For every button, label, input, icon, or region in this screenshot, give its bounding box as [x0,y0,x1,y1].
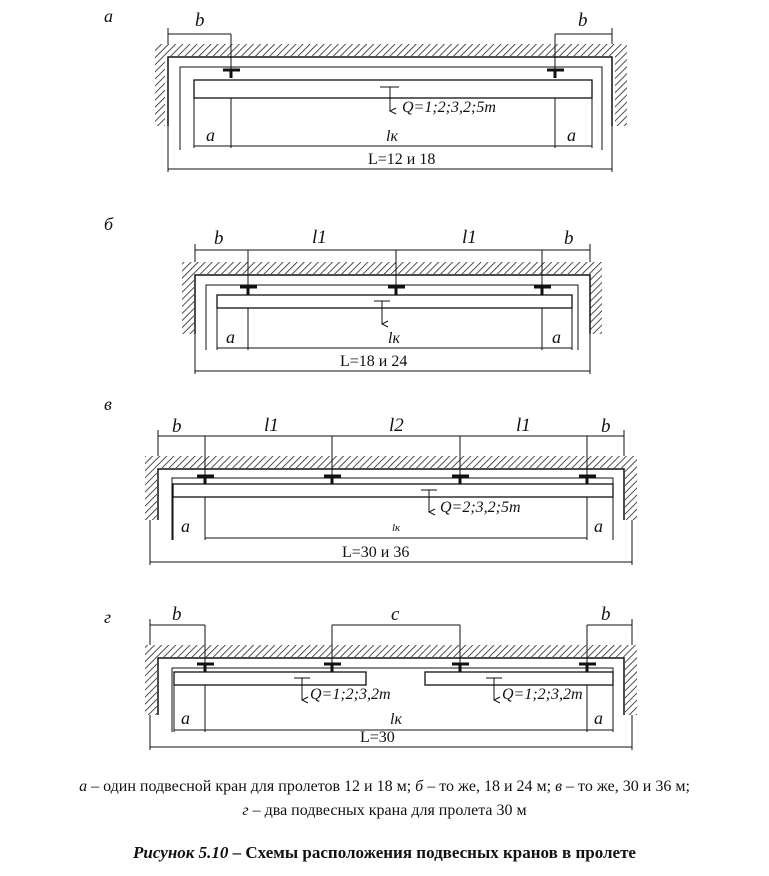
caption-text-g: – два подвесных крана для пролета 30 м [248,802,527,819]
scheme-g-left-wall-hatch [145,657,157,715]
scheme-v-a-right: a [594,516,603,536]
scheme-b-roof-hatch [182,262,602,274]
scheme-v-dim-b-left: b [172,416,182,437]
scheme-b-a-left: a [226,327,235,347]
scheme-b-dim-b-left: b [214,228,224,249]
figure-title: Рисунок 5.10 – Схемы расположения подвес… [0,843,769,863]
caption-text-v: – то же, 30 и 36 м; [562,778,690,795]
scheme-g-dim-b-left: b [172,604,182,625]
scheme-a-span-label: L=12 и 18 [368,151,435,168]
scheme-g-span-label: L=30 [360,729,395,746]
scheme-g-roof-hatch [145,645,637,657]
scheme-v-dim-l2: l2 [389,415,404,436]
scheme-a-dim-b-right: b [578,10,588,31]
scheme-b: б b l1 l1 b a a l [104,214,602,374]
caption-text-a: – один подвесной кран для пролетов 12 и … [87,778,416,795]
scheme-v-dim-l1-right: l1 [516,415,531,436]
scheme-g-dim-b-right: b [601,604,611,625]
scheme-g-lk-label: lк [390,711,402,728]
scheme-b-lk-label: lк [388,330,400,347]
caption-letter-b: б [415,778,424,795]
scheme-a-inner-outline [179,66,603,150]
scheme-g-load-left: Q=1;2;3,2т [310,686,391,703]
scheme-g-right-wall-hatch [625,657,637,715]
scheme-a-load-label: Q=1;2;3,2;5т [402,99,496,116]
scheme-b-span-label: L=18 и 24 [340,353,407,370]
scheme-v-right-wall-hatch [625,468,637,520]
scheme-v-span-label: L=30 и 36 [342,544,409,561]
scheme-a-dim-b-left: b [195,10,205,31]
scheme-v-a-left: a [181,516,190,536]
scheme-v-left-wall-hatch [145,468,157,520]
scheme-a: а b b Q=1;2;3,2;5т [104,6,627,172]
figure-caption: а – один подвесной кран для пролетов 12 … [0,775,769,823]
scheme-v-crane-beam [172,483,614,498]
scheme-v: в b l1 l2 l1 [104,394,637,565]
figure-number: Рисунок 5.10 [133,843,229,862]
caption-text-b: – то же, 18 и 24 м; [423,778,556,795]
scheme-a-letter: а [104,6,113,26]
scheme-v-roof-hatch [145,456,637,468]
scheme-g-a-right: a [594,708,603,728]
scheme-b-crane-beam [216,294,573,309]
scheme-v-lk-label: lк [392,522,401,534]
scheme-g-letter: г [104,607,111,627]
scheme-g-a-left: a [181,708,190,728]
caption-letter-v: в [555,778,563,795]
scheme-v-letter: в [104,394,112,414]
scheme-v-dim-b-right: b [601,416,611,437]
scheme-b-a-right: a [552,327,561,347]
scheme-g: г [104,604,637,750]
scheme-g-crane-beam-left [173,671,367,686]
scheme-a-roof-line [167,56,613,126]
scheme-g-load-right: Q=1;2;3,2т [502,686,583,703]
crane-schemes-diagram: а b b Q=1;2;3,2;5т [104,6,637,750]
caption-letter-a: а [79,778,88,795]
scheme-v-dim-l1-left: l1 [264,415,279,436]
scheme-v-load-label: Q=2;3,2;5т [440,499,521,516]
scheme-a-lk-label: lк [386,128,398,145]
scheme-b-dim-l1-right: l1 [462,227,477,248]
figure-title-text: – Схемы расположения подвесных кранов в … [228,843,636,862]
caption-letter-g: г [242,802,249,819]
scheme-b-dim-b-right: b [564,228,574,249]
scheme-a-crane-beam [193,79,593,99]
scheme-g-crane-beam-right [424,671,614,686]
scheme-a-left-wall-hatch [155,56,165,126]
scheme-b-letter: б [104,214,114,234]
caption-line-1: а – один подвесной кран для пролетов 12 … [0,775,769,799]
scheme-a-a-right: a [567,125,576,145]
scheme-b-right-wall-hatch [590,274,602,334]
scheme-a-roof-hatch [155,44,627,56]
caption-line-2: г – два подвесных крана для пролета 30 м [0,799,769,823]
scheme-g-dim-c: c [391,604,400,625]
scheme-b-left-wall-hatch [182,274,194,334]
scheme-a-right-wall-hatch [615,56,627,126]
scheme-b-dim-l1-left: l1 [312,227,327,248]
scheme-a-a-left: a [206,125,215,145]
